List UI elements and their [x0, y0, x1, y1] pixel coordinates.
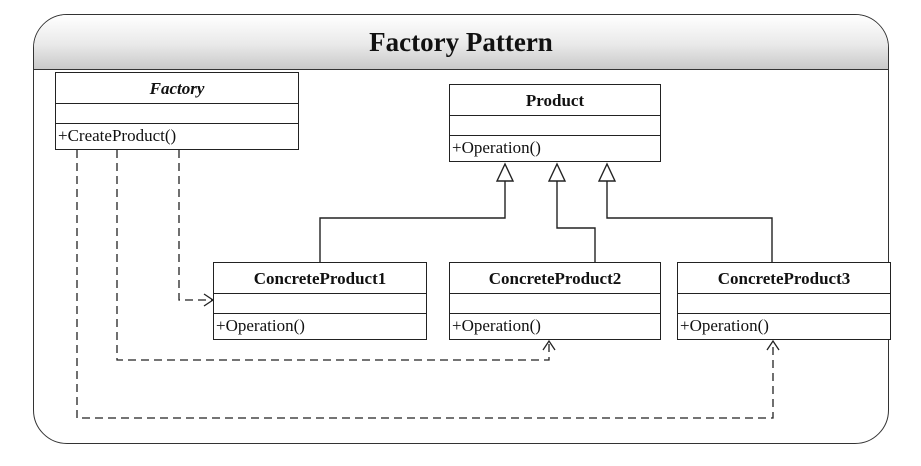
factory-class: Factory +CreateProduct() — [55, 72, 299, 150]
class-attributes — [450, 116, 660, 136]
class-operation: +CreateProduct() — [58, 126, 177, 145]
concrete-product-1-class: ConcreteProduct1 +Operation() — [213, 262, 427, 340]
generalization-cp1-line — [319, 181, 506, 262]
dependency-arrowhead-3 — [766, 339, 780, 351]
class-name: Product — [450, 85, 660, 116]
class-operation: +Operation() — [680, 316, 769, 335]
class-attributes — [678, 294, 890, 314]
class-attributes — [214, 294, 426, 314]
class-operation: +Operation() — [216, 316, 305, 335]
class-operation: +Operation() — [452, 316, 541, 335]
generalization-cp2-line — [556, 181, 596, 262]
generalization-arrowhead-3 — [597, 162, 617, 182]
class-name: ConcreteProduct2 — [450, 263, 660, 294]
class-attributes — [450, 294, 660, 314]
class-name: ConcreteProduct3 — [678, 263, 890, 294]
generalization-arrowhead-2 — [547, 162, 567, 182]
product-class: Product +Operation() — [449, 84, 661, 162]
title-band — [34, 15, 888, 70]
dependency-cp2-line — [116, 150, 550, 361]
dependency-arrowhead-2 — [542, 339, 556, 351]
class-attributes — [56, 104, 298, 124]
generalization-cp3-line — [606, 181, 773, 262]
class-operation: +Operation() — [452, 138, 541, 157]
class-name: ConcreteProduct1 — [214, 263, 426, 294]
concrete-product-3-class: ConcreteProduct3 +Operation() — [677, 262, 891, 340]
concrete-product-2-class: ConcreteProduct2 +Operation() — [449, 262, 661, 340]
generalization-arrowhead-1 — [495, 162, 515, 182]
dependency-cp3-line — [76, 150, 774, 419]
dependency-cp1-line — [178, 150, 212, 301]
class-name: Factory — [56, 73, 298, 104]
diagram-title: Factory Pattern — [369, 27, 553, 57]
